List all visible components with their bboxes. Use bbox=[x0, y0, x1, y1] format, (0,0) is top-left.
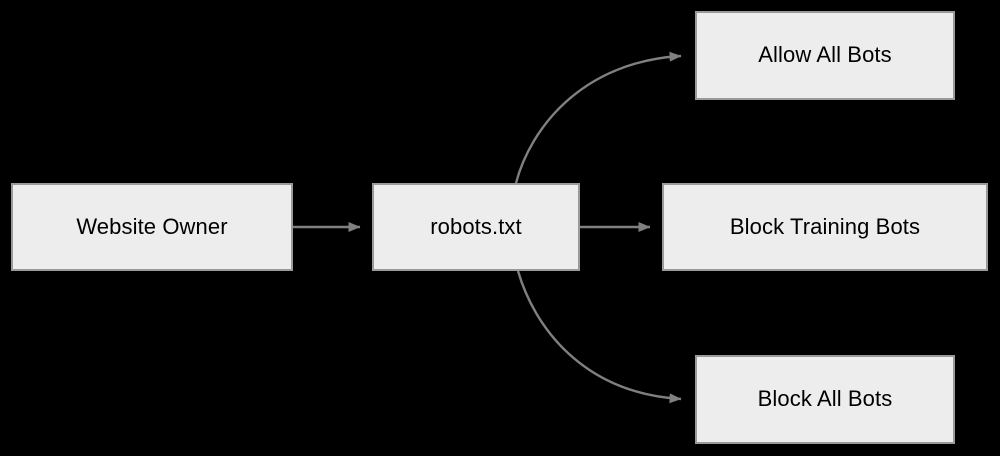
node-website-owner[interactable]: Website Owner bbox=[11, 183, 293, 271]
node-label: Website Owner bbox=[76, 213, 228, 239]
node-block-all-bots[interactable]: Block All Bots bbox=[695, 355, 955, 444]
node-label: robots.txt bbox=[430, 213, 522, 239]
node-block-training-bots[interactable]: Block Training Bots bbox=[662, 183, 988, 271]
node-label: Block Training Bots bbox=[729, 213, 921, 239]
node-label: Block All Bots bbox=[757, 386, 893, 412]
node-robots-txt[interactable]: robots.txt bbox=[372, 183, 580, 271]
node-allow-all-bots[interactable]: Allow All Bots bbox=[695, 11, 955, 100]
node-label: Allow All Bots bbox=[758, 42, 892, 68]
edge-robots-txt-to-allow-all-bots bbox=[514, 51, 682, 184]
edge-robots-txt-to-block-all-bots bbox=[516, 270, 682, 404]
